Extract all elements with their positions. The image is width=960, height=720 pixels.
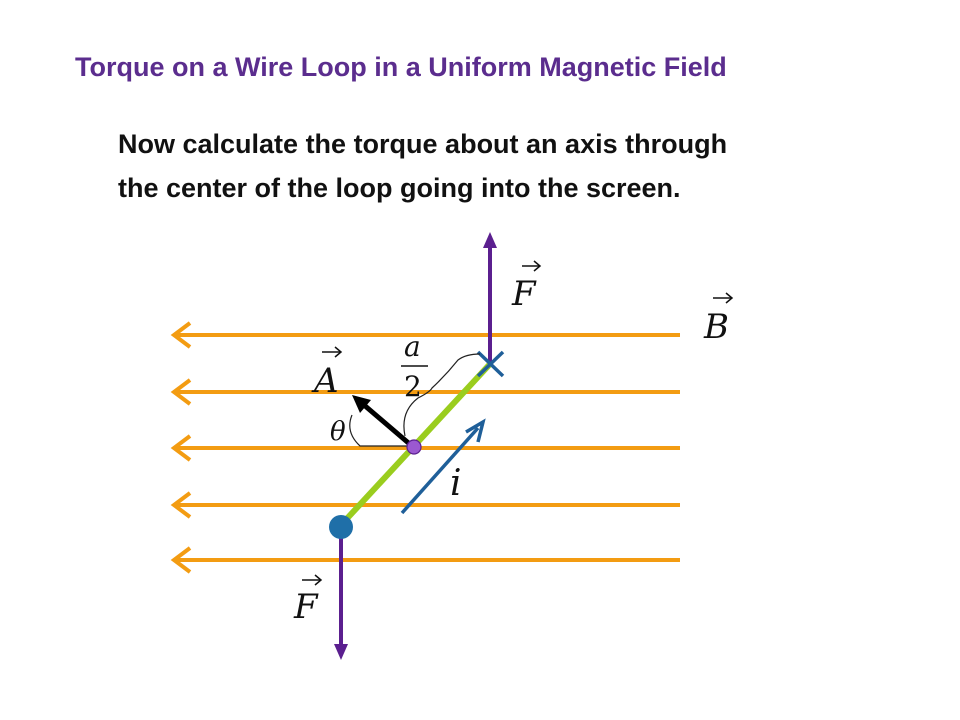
label-area: A [311, 346, 343, 401]
label-field: B [703, 292, 734, 347]
center-pivot-dot [406, 439, 422, 455]
angle-symbol: θ [330, 417, 346, 447]
half-length-denominator: 2 [404, 370, 422, 403]
current-dot-mark [329, 515, 353, 539]
half-length-brace [403, 353, 481, 437]
half-length-numerator: a [404, 330, 421, 363]
field-line-2 [170, 378, 680, 406]
label-force-top: F [511, 260, 542, 314]
body-line-1: Now calculate the torque about an axis t… [118, 129, 728, 159]
field-symbol: B [703, 307, 729, 347]
field-line-4 [170, 491, 680, 519]
force-bottom-symbol: F [293, 587, 319, 627]
current-x-mark [476, 350, 505, 378]
label-force-bottom: F [293, 574, 323, 627]
slide-body-text: Now calculate the torque about an axis t… [118, 122, 908, 210]
label-half-length: a 2 [401, 330, 428, 403]
field-line-3 [170, 434, 680, 462]
force-arrow-bottom [334, 525, 348, 660]
current-arrow [400, 418, 486, 515]
area-vector [352, 395, 414, 448]
current-symbol: i [450, 463, 462, 504]
magnetic-field-lines [170, 321, 680, 574]
field-line-5 [170, 546, 680, 574]
area-symbol: A [311, 361, 339, 401]
slide-title: Torque on a Wire Loop in a Uniform Magne… [75, 52, 727, 82]
field-line-1 [170, 321, 680, 349]
force-arrow-top [483, 232, 497, 366]
force-top-symbol: F [511, 274, 537, 314]
body-line-2: the center of the loop going into the sc… [118, 173, 681, 203]
angle-arc [349, 414, 412, 447]
